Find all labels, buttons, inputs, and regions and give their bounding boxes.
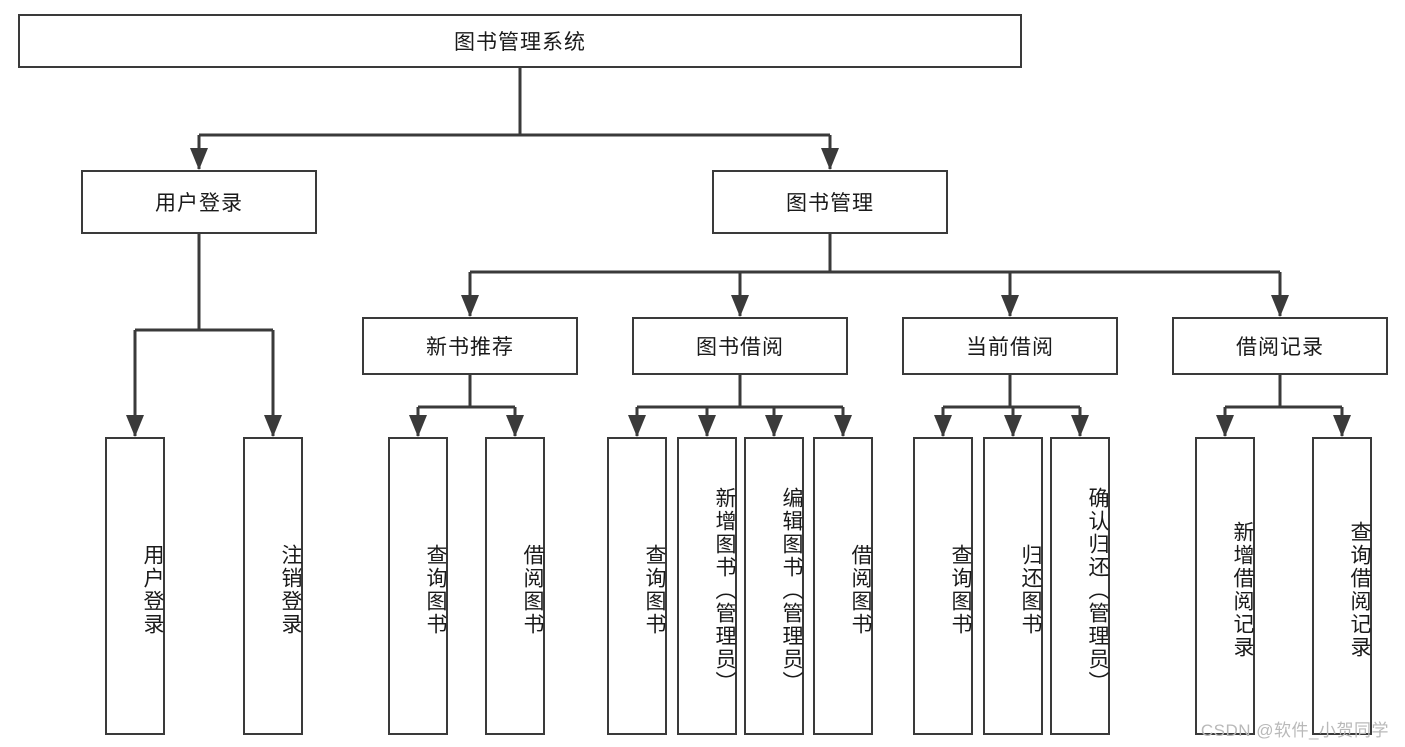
node-borrow[interactable]: 图书借阅 [632, 317, 848, 375]
node-label: 用户登录 [155, 192, 243, 215]
node-leaf-bor-query[interactable]: 查询图书 [607, 437, 667, 735]
node-label: 查询图书 [949, 544, 972, 636]
node-label: 查询借阅记录 [1348, 521, 1371, 659]
node-current[interactable]: 当前借阅 [902, 317, 1118, 375]
node-label: 图书管理系统 [454, 31, 586, 54]
node-leaf-bor-borrow[interactable]: 借阅图书 [813, 437, 873, 735]
node-newbook[interactable]: 新书推荐 [362, 317, 578, 375]
node-label: 归还图书 [1019, 544, 1042, 636]
node-label: 注销登录 [279, 544, 302, 636]
node-label: 查询图书 [643, 544, 666, 636]
node-label: 新增借阅记录 [1231, 521, 1254, 659]
watermark: CSDN @软件_小贺同学 [1200, 721, 1389, 740]
node-leaf-cur-return[interactable]: 归还图书 [983, 437, 1043, 735]
node-records[interactable]: 借阅记录 [1172, 317, 1388, 375]
node-label: 确认归还（管理员） [1086, 486, 1109, 694]
node-leaf-new-borrow[interactable]: 借阅图书 [485, 437, 545, 735]
node-label: 新增图书（管理员） [713, 486, 736, 694]
node-label: 图书管理 [786, 192, 874, 215]
node-label: 借阅图书 [521, 544, 544, 636]
node-label: 当前借阅 [966, 336, 1054, 359]
node-leaf-new-query[interactable]: 查询图书 [388, 437, 448, 735]
node-leaf-rec-add[interactable]: 新增借阅记录 [1195, 437, 1255, 735]
node-leaf-cur-confirm[interactable]: 确认归还（管理员） [1050, 437, 1110, 735]
node-leaf-user-login[interactable]: 用户登录 [105, 437, 165, 735]
node-leaf-bor-edit[interactable]: 编辑图书（管理员） [744, 437, 804, 735]
node-label: 借阅记录 [1236, 336, 1324, 359]
node-root[interactable]: 图书管理系统 [18, 14, 1022, 68]
node-login[interactable]: 用户登录 [81, 170, 317, 234]
node-bookmgmt[interactable]: 图书管理 [712, 170, 948, 234]
node-leaf-user-logout[interactable]: 注销登录 [243, 437, 303, 735]
node-leaf-rec-query[interactable]: 查询借阅记录 [1312, 437, 1372, 735]
node-label: 图书借阅 [696, 336, 784, 359]
node-label: 编辑图书（管理员） [780, 486, 803, 694]
node-label: 用户登录 [141, 544, 164, 636]
node-leaf-bor-add[interactable]: 新增图书（管理员） [677, 437, 737, 735]
node-label: 新书推荐 [426, 336, 514, 359]
node-leaf-cur-query[interactable]: 查询图书 [913, 437, 973, 735]
node-label: 查询图书 [424, 544, 447, 636]
node-label: 借阅图书 [849, 544, 872, 636]
